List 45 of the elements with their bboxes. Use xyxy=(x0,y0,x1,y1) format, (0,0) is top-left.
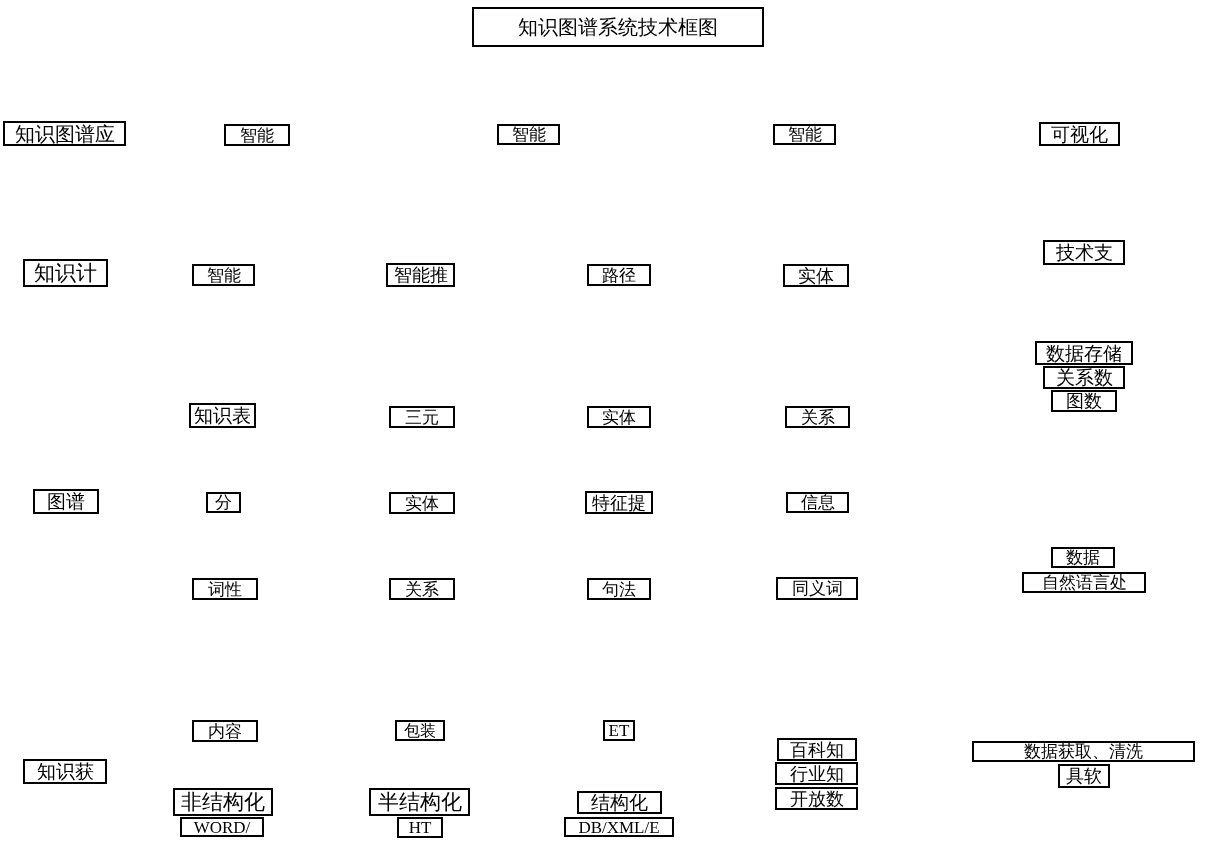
label-box: 图谱 xyxy=(33,489,99,514)
label-box: 数据存储 xyxy=(1035,341,1133,365)
label-box: 信息 xyxy=(786,492,849,513)
label-box: 知识表 xyxy=(189,403,256,428)
label-box: 路径 xyxy=(587,264,651,286)
label-box: 智能 xyxy=(497,124,560,145)
label-box: 实体 xyxy=(389,492,455,514)
label-box: DB/XML/E xyxy=(564,817,674,837)
label-box: 可视化 xyxy=(1039,122,1120,146)
label-box: 句法 xyxy=(587,578,651,600)
label-box: 智能 xyxy=(224,124,290,146)
label-box: 开放数 xyxy=(775,787,858,810)
label-box: 智能推 xyxy=(386,263,455,287)
label-box: 知识图谱应 xyxy=(3,121,126,146)
label-box: 半结构化 xyxy=(369,788,470,816)
label-box: 三元 xyxy=(389,406,455,428)
label-box: 词性 xyxy=(192,578,258,600)
label-box: 数据获取、清洗 xyxy=(972,741,1195,762)
label-box: 知识计 xyxy=(23,259,108,287)
label-box: HT xyxy=(397,817,443,838)
label-box: 关系 xyxy=(785,406,850,428)
label-box: 行业知 xyxy=(775,762,858,785)
label-box: 结构化 xyxy=(577,791,662,814)
label-box: 内容 xyxy=(192,720,258,742)
label-box: WORD/ xyxy=(180,817,264,837)
label-box: 同义词 xyxy=(776,577,858,600)
label-box: 知识获 xyxy=(23,759,107,784)
label-box: 非结构化 xyxy=(173,788,273,816)
label-box: 百科知 xyxy=(777,738,857,761)
label-box: 实体 xyxy=(783,264,849,287)
title: 知识图谱系统技术框图 xyxy=(472,7,764,47)
label-box: 关系数 xyxy=(1043,366,1125,389)
label-box: 具软 xyxy=(1058,764,1110,788)
label-box: 图数 xyxy=(1051,390,1117,412)
label-box: 智能 xyxy=(773,124,836,145)
label-box: 包装 xyxy=(395,720,445,741)
label-box: 技术支 xyxy=(1043,240,1125,265)
label-box: 数据 xyxy=(1051,547,1115,568)
label-box: 关系 xyxy=(389,578,455,600)
label-box: ET xyxy=(603,720,635,741)
label-box: 实体 xyxy=(587,406,651,428)
label-box: 自然语言处 xyxy=(1022,572,1146,593)
label-box: 特征提 xyxy=(585,491,653,514)
label-box: 智能 xyxy=(192,264,255,286)
label-box: 分 xyxy=(206,492,241,513)
